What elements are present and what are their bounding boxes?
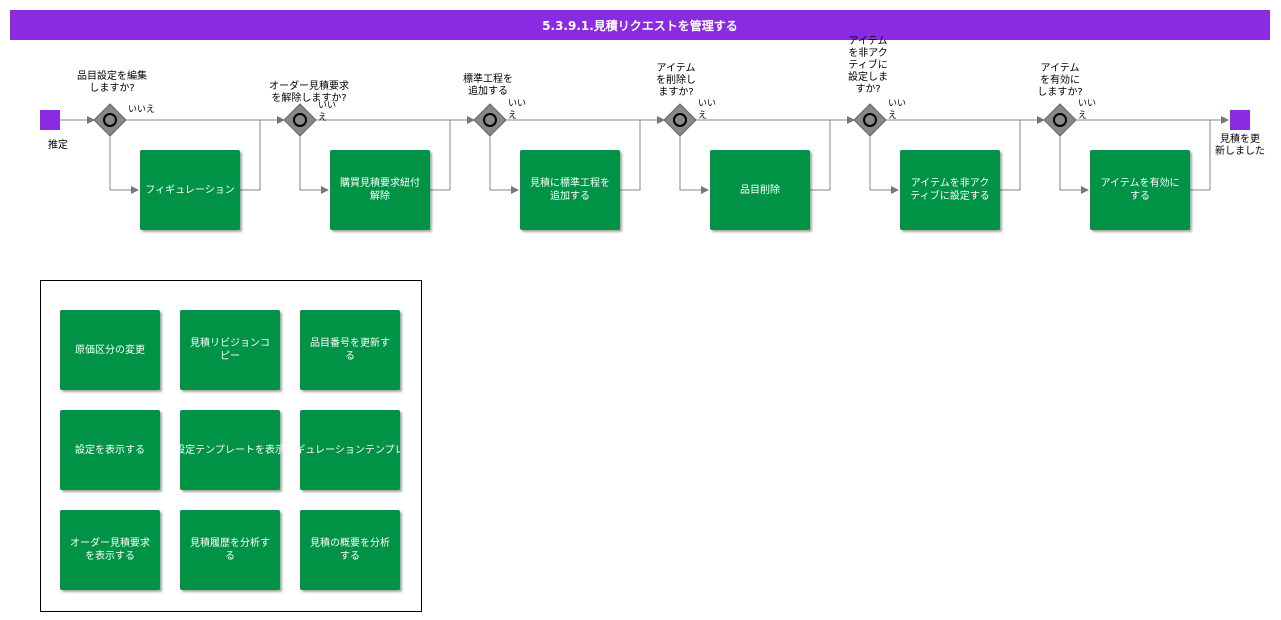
gateway-2-no-label: いい え (318, 101, 337, 123)
gateway-1-question: 品目設定を編集 しますか? (77, 71, 147, 94)
start-event[interactable] (40, 110, 60, 130)
gateway-4-no-label: いい え (698, 99, 717, 121)
task-change-cost-category[interactable]: 原価区分の変更 (60, 310, 160, 390)
task-configuration-template[interactable]: フィギュレーションテンプレート (300, 410, 400, 490)
diagram-title: 5.3.9.1.見積リクエストを管理する (10, 10, 1270, 40)
gateway-5-question: アイテム を非アク ティブに 設定しま すか? (848, 36, 888, 95)
gateway-3-question: 標準工程を 追加する (463, 74, 513, 97)
task-update-item-number[interactable]: 品目番号を更新す る (300, 310, 400, 390)
task-view-setting-template[interactable]: 設定テンプレートを表示 (175, 410, 285, 490)
gateway-5-no-label: いい え (888, 99, 907, 121)
gateway-3-no-label: いい え (508, 99, 527, 121)
additional-tasks-group (40, 280, 422, 612)
gateway-4-question: アイテム を削除し ますか? (656, 63, 696, 98)
task-activate-item[interactable]: アイテムを有効に する (1090, 150, 1190, 230)
task-view-order-rfq[interactable]: オーダー見積要求 を表示する (60, 510, 160, 590)
task-add-standard-operation[interactable]: 見積に標準工程を 追加する (520, 150, 620, 230)
task-deactivate-item[interactable]: アイテムを非アク ティブに設定する (900, 150, 1000, 230)
task-configuration[interactable]: フィギュレーション (140, 150, 240, 230)
gateway-6-question: アイテム を有効に しますか? (1037, 63, 1083, 98)
gateway-shapes (93, 103, 1077, 137)
gateway-6-no-label: いい え (1078, 99, 1097, 121)
gateway-1-no-label: いいえ (128, 105, 156, 115)
task-unlink-purchase-rfq[interactable]: 購買見積要求紐付 解除 (330, 150, 430, 230)
task-analyze-quote-history[interactable]: 見積履歴を分析す る (180, 510, 280, 590)
task-delete-item[interactable]: 品目削除 (710, 150, 810, 230)
gateway-2-question: オーダー見積要求 を解除しますか? (269, 81, 349, 104)
end-event[interactable] (1230, 110, 1250, 130)
task-analyze-quote-summary[interactable]: 見積の概要を分析 する (300, 510, 400, 590)
start-event-label: 推定 (48, 140, 68, 151)
task-copy-quote-revision[interactable]: 見積リビジョンコ ピー (180, 310, 280, 390)
task-view-settings[interactable]: 設定を表示する (60, 410, 160, 490)
end-event-label: 見積を更 新しました (1215, 134, 1265, 157)
